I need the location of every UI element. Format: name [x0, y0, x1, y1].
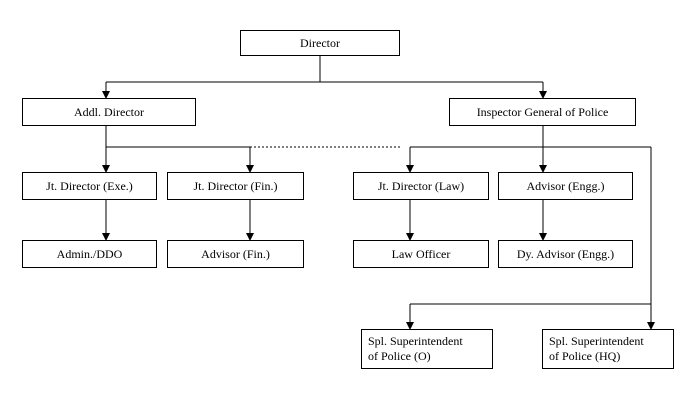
director-label: Director [300, 35, 340, 50]
addl-director-box: Addl. Director [22, 98, 196, 126]
ig-police-label: Inspector General of Police [476, 104, 609, 119]
director-box: Director [240, 30, 400, 56]
admin-ddo-label: Admin./DDO [56, 246, 123, 261]
ig-police-box: Inspector General of Police [449, 98, 636, 126]
jt-director-fin-box: Jt. Director (Fin.) [167, 172, 304, 200]
dy-advisor-engg-label: Dy. Advisor (Engg.) [516, 246, 615, 261]
jt-director-exe-label: Jt. Director (Exe.) [46, 178, 133, 193]
advisor-engg-box: Advisor (Engg.) [498, 172, 633, 200]
advisor-fin-label: Advisor (Fin.) [201, 246, 270, 261]
jt-director-fin-label: Jt. Director (Fin.) [193, 178, 278, 193]
law-officer-box: Law Officer [353, 240, 489, 268]
admin-ddo-box: Admin./DDO [22, 240, 157, 268]
advisor-engg-label: Advisor (Engg.) [526, 178, 605, 193]
spl-sp-o-box: Spl. Superintendent of Police (O) [361, 329, 493, 369]
jt-director-law-box: Jt. Director (Law) [353, 172, 489, 200]
addl-director-label: Addl. Director [74, 104, 144, 119]
spl-sp-o-label: Spl. Superintendent of Police (O) [368, 334, 463, 363]
jt-director-law-label: Jt. Director (Law) [377, 178, 465, 193]
spl-sp-hq-box: Spl. Superintendent of Police (HQ) [542, 329, 674, 369]
spl-sp-hq-label: Spl. Superintendent of Police (HQ) [549, 334, 644, 363]
jt-director-exe-box: Jt. Director (Exe.) [22, 172, 157, 200]
dy-advisor-engg-box: Dy. Advisor (Engg.) [498, 240, 633, 268]
advisor-fin-box: Advisor (Fin.) [167, 240, 304, 268]
law-officer-label: Law Officer [391, 246, 451, 261]
